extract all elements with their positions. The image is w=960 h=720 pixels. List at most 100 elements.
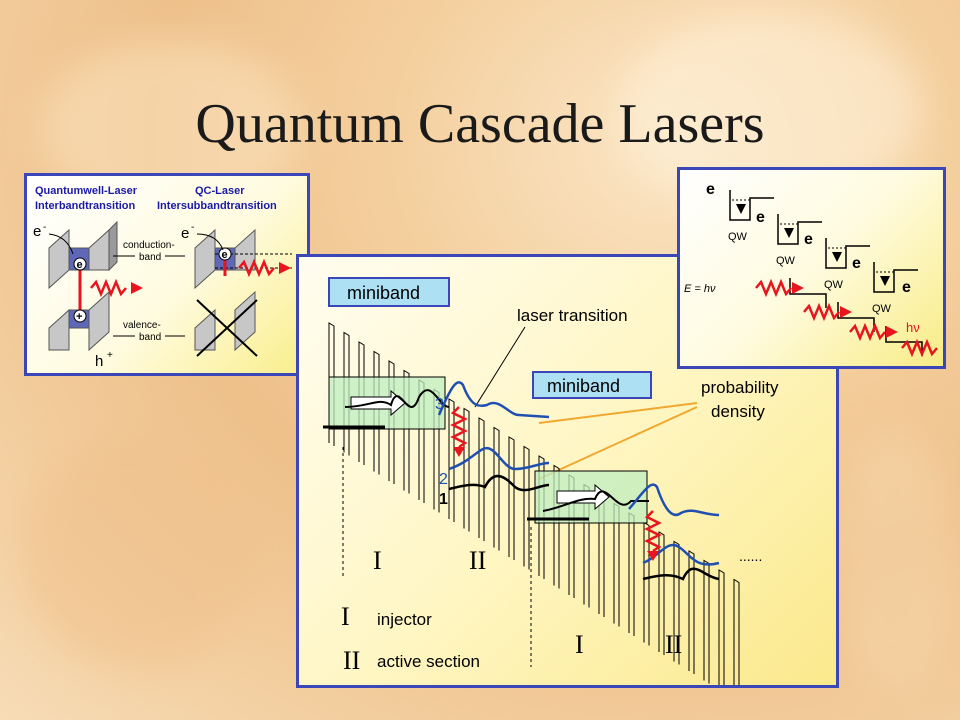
hole-symbol: [73, 309, 87, 323]
svg-text:e: e: [222, 249, 228, 261]
arrowhead-icon: [279, 262, 291, 274]
barrier-segment: [403, 369, 410, 494]
electron-label-left: e: [33, 223, 41, 240]
electron-symbol: [218, 247, 232, 261]
wavefunction-curve: [448, 446, 550, 471]
barrier-segment: [628, 512, 635, 636]
arrowhead-icon: [792, 282, 804, 294]
hv-label: hν: [906, 320, 920, 335]
pointer-line: [474, 326, 526, 408]
barrier-segment: [673, 540, 680, 665]
miniband-label-box: [328, 277, 450, 307]
quantum-well-steps: [729, 190, 923, 356]
qw-step: [873, 262, 918, 293]
photon-wave-icon: [755, 278, 792, 298]
laser-transition-label: laser transition: [517, 306, 628, 325]
level-1-label: 1: [439, 491, 448, 508]
wavefunction-curve: [448, 474, 550, 492]
down-arrow-icon: [736, 204, 746, 214]
electron-5: e: [902, 279, 911, 296]
down-arrow-icon: [784, 228, 794, 238]
photon-wave-icon: [90, 278, 127, 298]
heading-interbandtransition: Interbandtransition: [35, 200, 136, 212]
level-3-label: 3: [435, 396, 444, 413]
down-arrow-icon: [832, 252, 842, 262]
arrowhead-icon: [886, 326, 898, 338]
cascade-step: [789, 278, 827, 308]
photon-wave-icon: [803, 302, 840, 322]
barrier-segment: [703, 559, 710, 684]
barrier-segment: [688, 550, 695, 674]
photon-wave-icon: [849, 322, 886, 342]
svg-text:-: -: [191, 222, 194, 233]
legend-injector-symbol: I: [341, 602, 350, 631]
background-blob: [830, 430, 960, 690]
miniband-label: miniband: [347, 283, 420, 303]
svg-text:band: band: [139, 332, 161, 343]
electron-symbol: [73, 257, 87, 271]
background-blob: [20, 430, 260, 670]
section-injector-marker: I: [575, 630, 584, 659]
svg-text:-: -: [43, 222, 46, 233]
qw-label: QW: [824, 279, 844, 291]
qw-step: [777, 214, 822, 245]
svg-text:+: +: [107, 350, 113, 361]
cascade-diagram: miniband miniband laser transition proba…: [323, 277, 779, 685]
arrowhead-icon: [647, 551, 659, 561]
barrier-segment: [493, 426, 500, 551]
arrowhead-icon: [840, 306, 852, 318]
down-arrow-icon: [880, 276, 890, 286]
slide-title: Quantum Cascade Lasers: [195, 93, 765, 155]
level-2-label: 2: [439, 471, 448, 488]
probability-label: probability: [701, 378, 779, 397]
qw-label: QW: [728, 231, 748, 243]
arrowhead-icon: [453, 447, 465, 457]
qw-step: [825, 238, 870, 269]
barrier-segment: [718, 569, 725, 685]
barrier-segment: [508, 436, 515, 560]
miniband-label-box: [532, 371, 652, 399]
interband-vs-intersubband-panel: Quantumwell-Laser Interbandtransition QC…: [24, 173, 310, 376]
section-active-marker: II: [469, 546, 486, 575]
wavefunction-curve: [642, 567, 720, 581]
barrier-segment: [523, 445, 530, 570]
miniband-label: miniband: [547, 376, 620, 396]
legend-injector-label: injector: [377, 610, 432, 629]
section-injector-marker: I: [373, 546, 382, 575]
qc-valence-crossed: [194, 290, 258, 357]
band-diagram: Quantumwell-Laser Interbandtransition QC…: [33, 185, 292, 370]
wavefunction-curve: [628, 483, 720, 517]
photon-wave-icon: [644, 510, 662, 553]
legend-active-label: active section: [377, 652, 480, 671]
electron-arrow-icon: [196, 233, 224, 251]
qc-well-conduction: [194, 228, 292, 290]
electron-2: e: [756, 209, 765, 226]
cascade-step: [837, 302, 875, 332]
arrowhead-icon: [131, 282, 143, 294]
density-label: density: [711, 402, 765, 421]
wavefunction-curve: [437, 381, 550, 419]
hole-label: h: [95, 353, 103, 370]
qw-label: QW: [776, 255, 796, 267]
section-active-marker: II: [665, 630, 682, 659]
pointer-line: [538, 402, 698, 424]
pointer-line: [538, 406, 698, 480]
quantum-well-conduction: [48, 220, 118, 290]
legend-active-symbol: II: [343, 646, 360, 675]
electron-label-right: e: [181, 225, 189, 242]
barrier-segment: [658, 531, 665, 655]
electron-1: e: [706, 181, 715, 198]
barrier-segment: [643, 521, 650, 646]
conduction-band-label: conduction-: [123, 240, 175, 251]
photon-wave-icon: [238, 258, 275, 278]
wavefunction-curve: [542, 490, 649, 512]
electron-4: e: [852, 255, 861, 272]
heading-qc-laser: QC-Laser: [195, 185, 245, 197]
barrier-segment: [448, 398, 455, 522]
heading-quantumwell-laser: Quantumwell-Laser: [35, 185, 138, 197]
barrier-segment: [733, 578, 740, 685]
svg-text:band: band: [139, 252, 161, 263]
energy-label: E = hν: [684, 283, 716, 295]
barrier-segment: [463, 407, 470, 532]
valence-band-label: valence-: [123, 320, 161, 331]
